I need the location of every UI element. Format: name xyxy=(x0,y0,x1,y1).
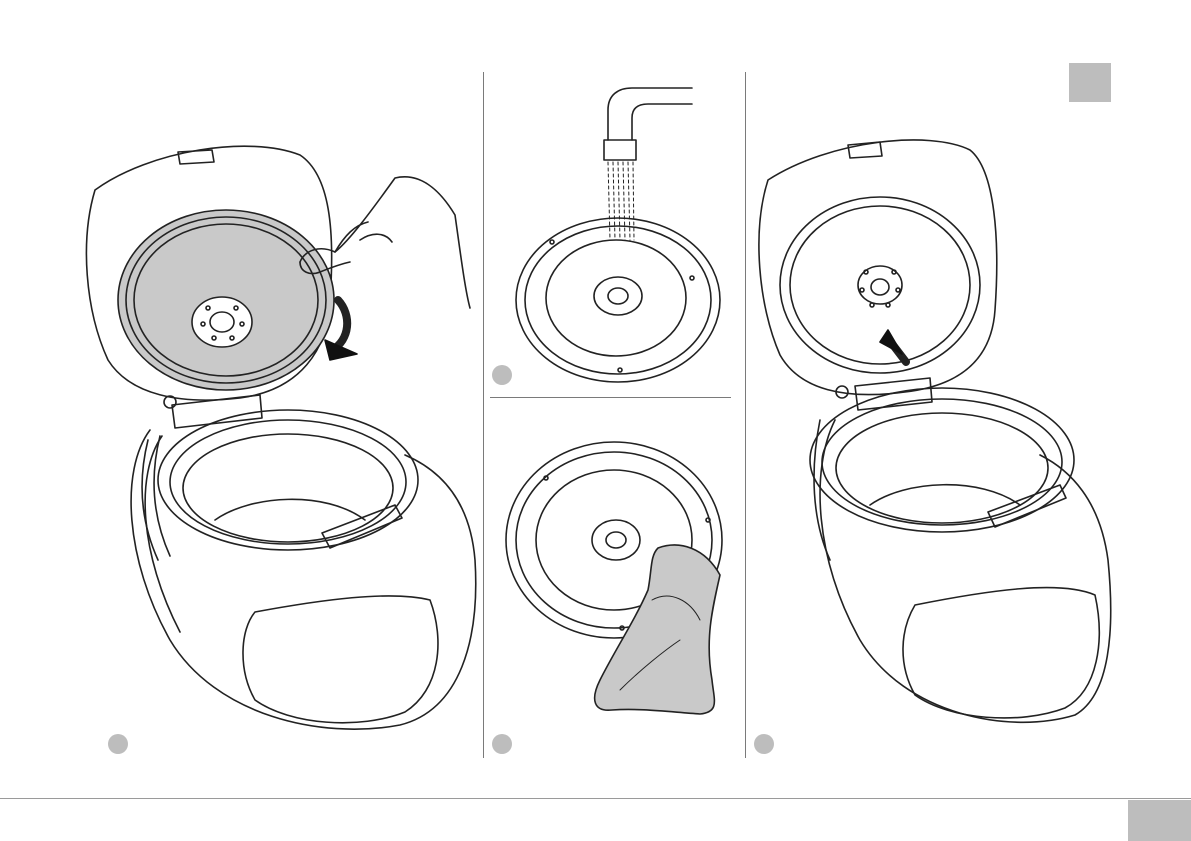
footer-rule xyxy=(0,798,1191,799)
panel-wipe-illustration xyxy=(506,442,722,714)
panel-divider-horizontal xyxy=(490,397,731,398)
panel-remove-lid-illustration xyxy=(86,146,475,729)
step-badge-3 xyxy=(492,734,512,754)
panel-refit-illustration xyxy=(759,140,1111,722)
page-number-tab xyxy=(1128,800,1191,841)
step-badge-4 xyxy=(754,734,774,754)
panel-divider-1 xyxy=(483,72,484,758)
corner-tab xyxy=(1069,63,1111,102)
step-badge-2 xyxy=(492,365,512,385)
panel-divider-2 xyxy=(745,72,746,758)
step-badge-1 xyxy=(108,734,128,754)
panel-rinse-illustration xyxy=(516,88,720,382)
